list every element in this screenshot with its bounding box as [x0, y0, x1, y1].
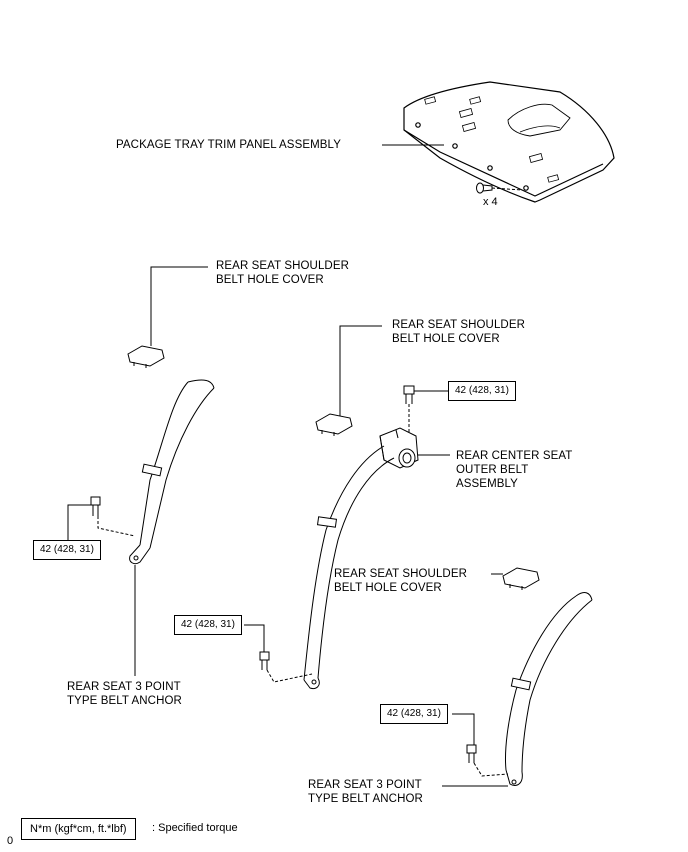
torque-right: 42 (428, 31)	[380, 704, 448, 724]
center-belt-webbing	[303, 445, 395, 689]
center-cover-leader	[339, 325, 382, 416]
center-bottom-bolt-icon	[259, 651, 313, 683]
shoulder-cover-right-label: REAR SEAT SHOULDER BELT HOLE COVER	[334, 568, 468, 594]
left-shoulder-cover-part	[127, 345, 165, 368]
anchor-right-label: REAR SEAT 3 POINT TYPE BELT ANCHOR	[308, 779, 423, 805]
center-top-bolt-icon	[403, 385, 415, 432]
anchor-left-label: REAR SEAT 3 POINT TYPE BELT ANCHOR	[67, 681, 182, 707]
center-shoulder-cover-part	[315, 413, 353, 436]
right-shoulder-cover-part	[502, 567, 540, 590]
center-outer-belt-label: REAR CENTER SEAT OUTER BELT ASSEMBLY	[456, 450, 573, 490]
package-tray-label: PACKAGE TRAY TRIM PANEL ASSEMBLY	[116, 139, 341, 151]
clip-count-label: x 4	[483, 196, 498, 208]
shoulder-cover-left-label: REAR SEAT SHOULDER BELT HOLE COVER	[216, 260, 350, 286]
left-cover-leader	[150, 266, 208, 346]
center-bottom-torque-leader	[244, 624, 265, 652]
corner-mark: 0	[7, 835, 14, 847]
torque-legend-description: : Specified torque	[152, 822, 238, 834]
left-torque-leader	[67, 504, 91, 540]
left-bolt-icon	[90, 496, 136, 537]
right-belt-webbing	[505, 592, 593, 786]
torque-center-bottom: 42 (428, 31)	[174, 615, 242, 635]
right-torque-leader	[452, 713, 475, 745]
right-bolt-icon	[466, 744, 509, 777]
package-tray-panel	[403, 81, 615, 203]
clip-icon	[476, 182, 523, 194]
torque-legend-box: N*m (kgf*cm, ft.*lbf)	[21, 818, 136, 840]
torque-left: 42 (428, 31)	[33, 540, 101, 560]
shoulder-cover-center-label: REAR SEAT SHOULDER BELT HOLE COVER	[392, 319, 526, 345]
torque-center-top: 42 (428, 31)	[448, 381, 516, 401]
left-belt-webbing	[129, 379, 215, 565]
center-retractor-part	[379, 427, 419, 469]
